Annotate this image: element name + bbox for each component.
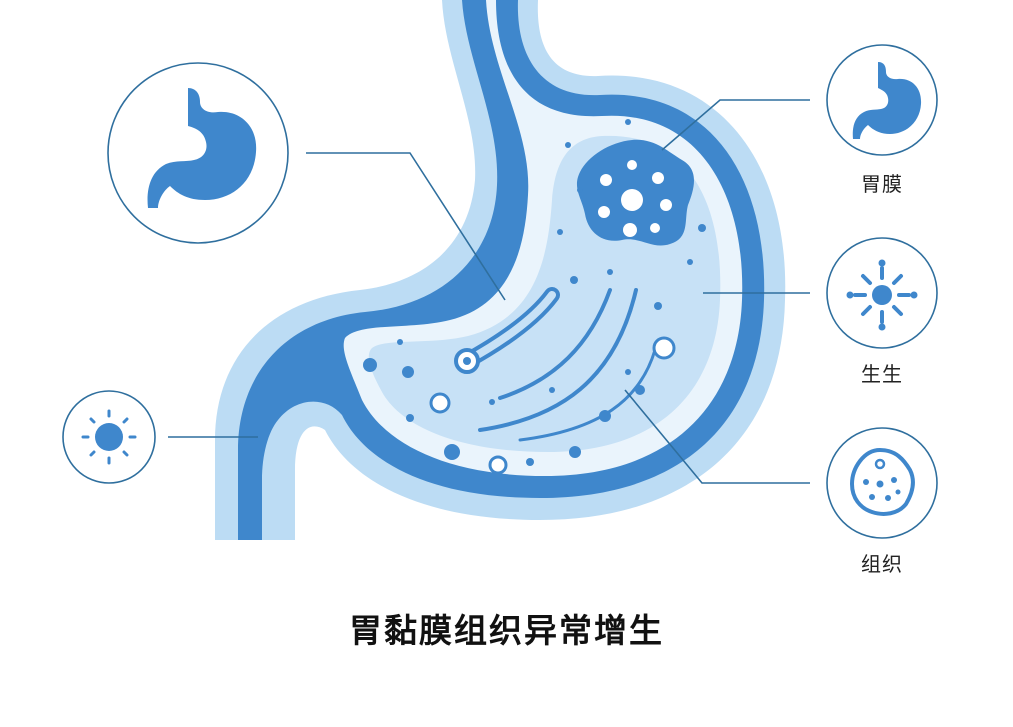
connector-top-left: [306, 152, 506, 301]
callout-left: [62, 390, 156, 484]
scattered-cells: [363, 119, 706, 475]
sun-cell-icon: [81, 409, 137, 465]
callout-right-top: [826, 44, 938, 156]
label-tissue: 组织: [861, 552, 903, 576]
label-gastric-membrane: 胃膜: [861, 172, 903, 196]
callout-top-left: [107, 62, 289, 244]
callout-right-bottom: [826, 427, 938, 539]
connector-right-bottom: [624, 389, 810, 484]
stomach-icon: [852, 62, 922, 139]
abnormal-cell-cluster: [576, 139, 694, 246]
stomach-illustration: [215, 0, 786, 540]
connector-lines: [168, 99, 810, 484]
abnormal-cell-icon: [849, 447, 915, 516]
diagram-title: 胃黏膜组织异常增生: [349, 611, 664, 650]
stomach-icon: [147, 88, 257, 208]
callout-right-middle: [826, 237, 938, 349]
connector-right-top: [661, 99, 810, 151]
label-growth: 生生: [861, 362, 903, 386]
cell-burst-icon: [846, 259, 918, 331]
